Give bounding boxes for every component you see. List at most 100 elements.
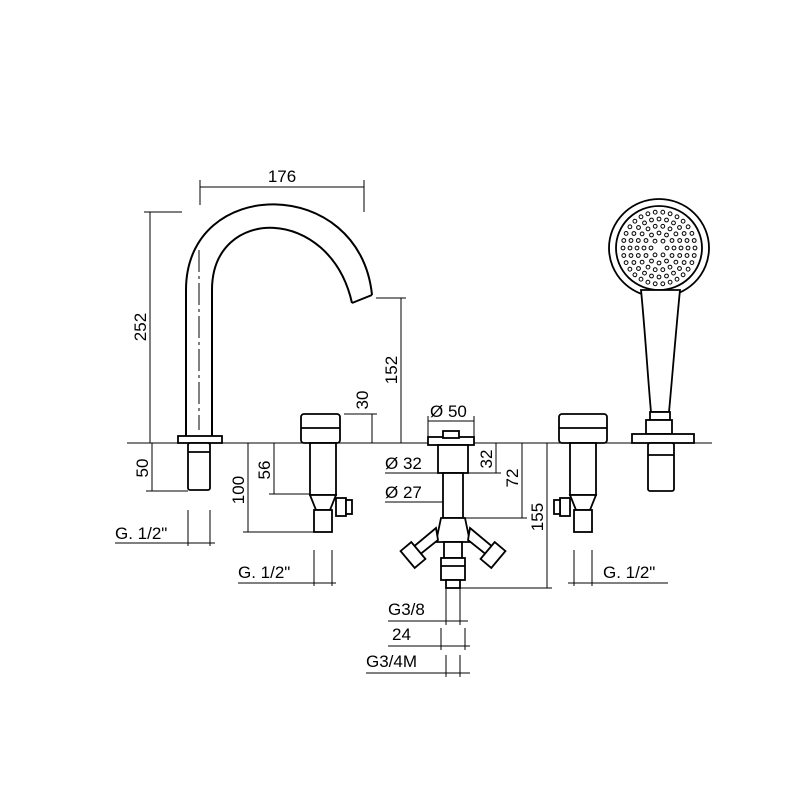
- dim-spout-shank-label: 50: [133, 459, 152, 478]
- spray-nozzle: [638, 214, 644, 220]
- spray-nozzle: [660, 223, 666, 229]
- spray-nozzle: [692, 245, 698, 251]
- spray-nozzle: [689, 231, 695, 236]
- spray-nozzle: [652, 252, 658, 258]
- spray-nozzle: [652, 223, 658, 229]
- spout: [177, 203, 373, 491]
- shower-holder-base: [631, 433, 695, 444]
- spray-nozzle: [621, 253, 627, 258]
- spray-nozzle: [638, 276, 644, 282]
- spray-nozzle: [634, 245, 640, 251]
- dim-handle-height: 30: [344, 391, 377, 443]
- spout-outlet: [351, 294, 373, 304]
- spray-nozzle: [656, 260, 662, 266]
- dim-thread-width-label: 24: [392, 625, 411, 644]
- spray-nozzle: [671, 270, 676, 276]
- shower-handle: [640, 289, 681, 413]
- dim-diverter-neck-diameter-label: Ø 32: [385, 454, 422, 473]
- dim-thread-right-valve-label: G. 1/2": [603, 563, 655, 582]
- spray-nozzle: [632, 218, 638, 224]
- spray-nozzle: [660, 252, 666, 258]
- spray-nozzle: [656, 274, 662, 280]
- spray-nozzle: [660, 267, 666, 273]
- spray-nozzle: [656, 230, 662, 236]
- spray-nozzle: [677, 238, 683, 243]
- spray-nozzle: [645, 264, 651, 270]
- dim-diverter-body-diameter: Ø 27: [385, 483, 443, 503]
- dim-valve-depth-label: 100: [229, 476, 248, 504]
- spray-nozzle: [671, 245, 677, 251]
- dim-thread-spout-label: G. 1/2": [115, 524, 167, 543]
- diverter-lower-body: [443, 541, 463, 559]
- dim-thread-outlet: G3/4M: [366, 652, 470, 677]
- spray-nozzle: [684, 238, 690, 243]
- spray-nozzle: [628, 238, 634, 243]
- spray-nozzle: [691, 253, 697, 258]
- spray-nozzle: [649, 232, 654, 238]
- dim-valve-shank: 56: [255, 443, 310, 495]
- spray-nozzle: [667, 211, 673, 217]
- left-valve-elbow: [308, 494, 338, 511]
- spray-nozzle: [652, 267, 658, 273]
- right-valve-body: [569, 442, 597, 496]
- left-valve-outlet: [335, 497, 347, 517]
- spray-nozzle: [660, 281, 666, 287]
- spray-nozzle: [660, 238, 666, 244]
- spray-nozzle: [632, 272, 638, 278]
- spray-nozzle: [649, 258, 654, 264]
- dim-thread-right-valve: G. 1/2": [568, 550, 668, 586]
- spray-nozzle: [673, 259, 679, 265]
- shower-spray-nozzles: [620, 209, 698, 287]
- spray-nozzle: [627, 266, 633, 272]
- left-valve-tail: [313, 509, 333, 533]
- spray-nozzle: [664, 273, 669, 279]
- dim-spout-reach-label: 176: [268, 167, 296, 186]
- spout-shank: [187, 442, 211, 491]
- spray-nozzle: [621, 238, 627, 243]
- spray-nozzle: [680, 272, 686, 278]
- spout-outer-contour: [185, 203, 373, 437]
- spout-inner-contour: [211, 226, 353, 437]
- spray-nozzle: [639, 259, 645, 265]
- dim-diverter-total-depth-label: 155: [528, 503, 547, 531]
- spray-nozzle: [649, 273, 654, 279]
- shower-holder-shank: [647, 442, 675, 492]
- spray-nozzle: [685, 245, 691, 251]
- diverter-neck: [437, 444, 469, 474]
- spray-nozzle: [669, 253, 675, 258]
- spray-nozzle: [664, 258, 669, 264]
- spray-nozzle: [636, 225, 641, 230]
- spray-nozzle: [681, 260, 687, 265]
- dim-outlet-height: 152: [376, 297, 406, 443]
- spray-nozzle: [652, 281, 658, 287]
- spray-nozzle: [642, 270, 647, 276]
- dim-valve-depth: 100: [229, 443, 314, 533]
- dim-thread-outlet-label: G3/4M: [366, 652, 417, 671]
- dim-diverter-neck-length: 32: [468, 443, 501, 474]
- diverter-right-nut: [479, 540, 507, 570]
- spray-nozzle: [648, 245, 654, 251]
- spray-nozzle: [667, 279, 673, 285]
- spray-nozzle: [681, 231, 687, 236]
- dim-thread-spout: G. 1/2": [115, 510, 215, 546]
- left-valve-outlet-nut: [345, 499, 353, 515]
- shower-handle-end: [649, 411, 671, 421]
- dim-diverter-neck-length-label: 32: [477, 450, 496, 469]
- hand-shower: [608, 198, 710, 492]
- spray-nozzle: [627, 245, 633, 251]
- spray-nozzle: [671, 220, 676, 226]
- spray-nozzle: [635, 253, 641, 258]
- shower-hose-connector: [645, 419, 673, 435]
- spray-nozzle: [664, 217, 669, 223]
- dim-thread-left-valve: G. 1/2": [238, 550, 336, 586]
- diverter-outlet-stub: [445, 579, 461, 589]
- spray-nozzle: [636, 266, 641, 271]
- spray-nozzle: [656, 216, 662, 222]
- dim-diverter-body-diameter-label: Ø 27: [385, 483, 422, 502]
- spray-nozzle: [685, 266, 691, 272]
- dim-valve-shank-label: 56: [255, 461, 274, 480]
- spray-nozzle: [623, 260, 629, 266]
- left-valve: [300, 413, 353, 533]
- spout-base: [177, 435, 223, 444]
